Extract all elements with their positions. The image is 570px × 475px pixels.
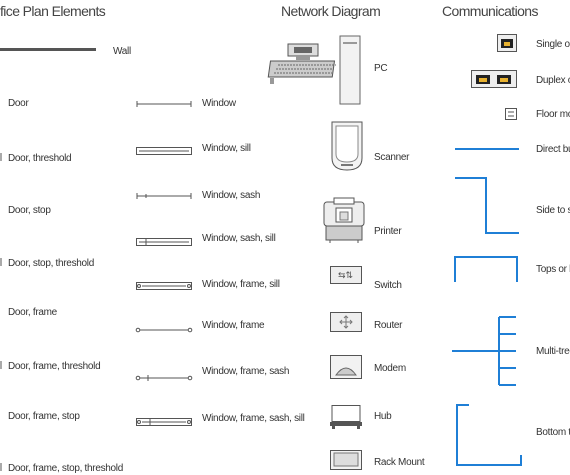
door-stop-threshold-label: Door, stop, threshold (8, 258, 94, 269)
window-frame-sash-sill-shape[interactable] (136, 417, 192, 427)
door-frame-threshold-shape[interactable] (0, 361, 4, 369)
router-icon[interactable] (330, 312, 362, 332)
multi-tree-shape[interactable] (452, 315, 518, 387)
bottom-to-bottom-shape[interactable] (455, 403, 523, 467)
scanner-label: Scanner (374, 152, 410, 163)
network-diagram-header: Network Diagram (281, 3, 381, 19)
hub-icon[interactable] (330, 405, 362, 429)
side-to-side-shape[interactable] (455, 176, 519, 236)
svg-text:⇆⇅: ⇆⇅ (338, 271, 354, 281)
scanner-icon[interactable] (329, 120, 365, 172)
window-frame-sill-shape[interactable] (136, 281, 192, 291)
door-stop-label: Door, stop (8, 205, 51, 216)
window-label: Window (202, 98, 236, 109)
rack-mount-icon[interactable] (330, 450, 362, 470)
window-sash-shape[interactable] (136, 192, 192, 200)
bottom-to-bottom-label: Bottom t (536, 427, 570, 438)
side-to-side-label: Side to s (536, 205, 570, 216)
wall-label: Wall (113, 46, 131, 57)
window-frame-sash-label: Window, frame, sash (202, 366, 290, 377)
single-outlet-label: Single o (536, 39, 570, 50)
door-threshold-label: Door, threshold (8, 153, 72, 164)
printer-icon[interactable] (322, 197, 368, 244)
office-plan-header: fice Plan Elements (0, 3, 106, 19)
window-sash-sill-label: Window, sash, sill (202, 233, 276, 244)
window-sash-sill-shape[interactable] (136, 237, 192, 247)
direct-bus-label: Direct bu (536, 144, 570, 155)
tops-or-bottoms-label: Tops or b (536, 264, 570, 275)
rack-mount-label: Rack Mount (374, 457, 425, 468)
router-label: Router (374, 320, 403, 331)
duplex-outlet-label: Duplex o (536, 75, 570, 86)
window-frame-shape[interactable] (135, 326, 193, 334)
direct-bus-shape[interactable] (455, 146, 519, 152)
switch-label: Switch (374, 280, 402, 291)
tops-or-bottoms-shape[interactable] (453, 255, 519, 283)
door-frame-stop-threshold-label: Door, frame, stop, threshold (8, 463, 123, 474)
window-sill-label: Window, sill (202, 143, 251, 154)
multi-tree-label: Multi-tree (536, 346, 570, 357)
pc-icon[interactable] (267, 35, 366, 108)
wall-shape[interactable] (0, 47, 98, 53)
window-frame-label: Window, frame (202, 320, 265, 331)
communications-header: Communications (442, 3, 538, 19)
hub-label: Hub (374, 411, 392, 422)
door-frame-threshold-label: Door, frame, threshold (8, 361, 101, 372)
duplex-outlet-icon[interactable] (471, 70, 517, 88)
door-threshold-shape[interactable] (0, 153, 4, 161)
window-sill-shape[interactable] (136, 146, 192, 156)
modem-icon[interactable] (330, 355, 362, 379)
door-frame-stop-label: Door, frame, stop (8, 411, 80, 422)
pc-label: PC (374, 63, 388, 74)
printer-label: Printer (374, 226, 402, 237)
modem-label: Modem (374, 363, 406, 374)
window-frame-sash-sill-label: Window, frame, sash, sill (202, 413, 305, 424)
single-outlet-icon[interactable] (497, 34, 517, 52)
window-frame-sash-shape[interactable] (135, 374, 193, 382)
door-frame-stop-threshold-shape[interactable] (0, 463, 4, 471)
door-label: Door (8, 98, 29, 109)
window-frame-sill-label: Window, frame, sill (202, 279, 280, 290)
window-shape[interactable] (136, 100, 192, 108)
window-sash-label: Window, sash (202, 190, 261, 201)
floor-mount-label: Floor mo (536, 109, 570, 120)
switch-icon[interactable]: ⇆⇅ (330, 266, 362, 284)
door-frame-label: Door, frame (8, 307, 57, 318)
door-stop-threshold-shape[interactable] (0, 258, 4, 266)
floor-mount-icon[interactable] (505, 108, 517, 120)
